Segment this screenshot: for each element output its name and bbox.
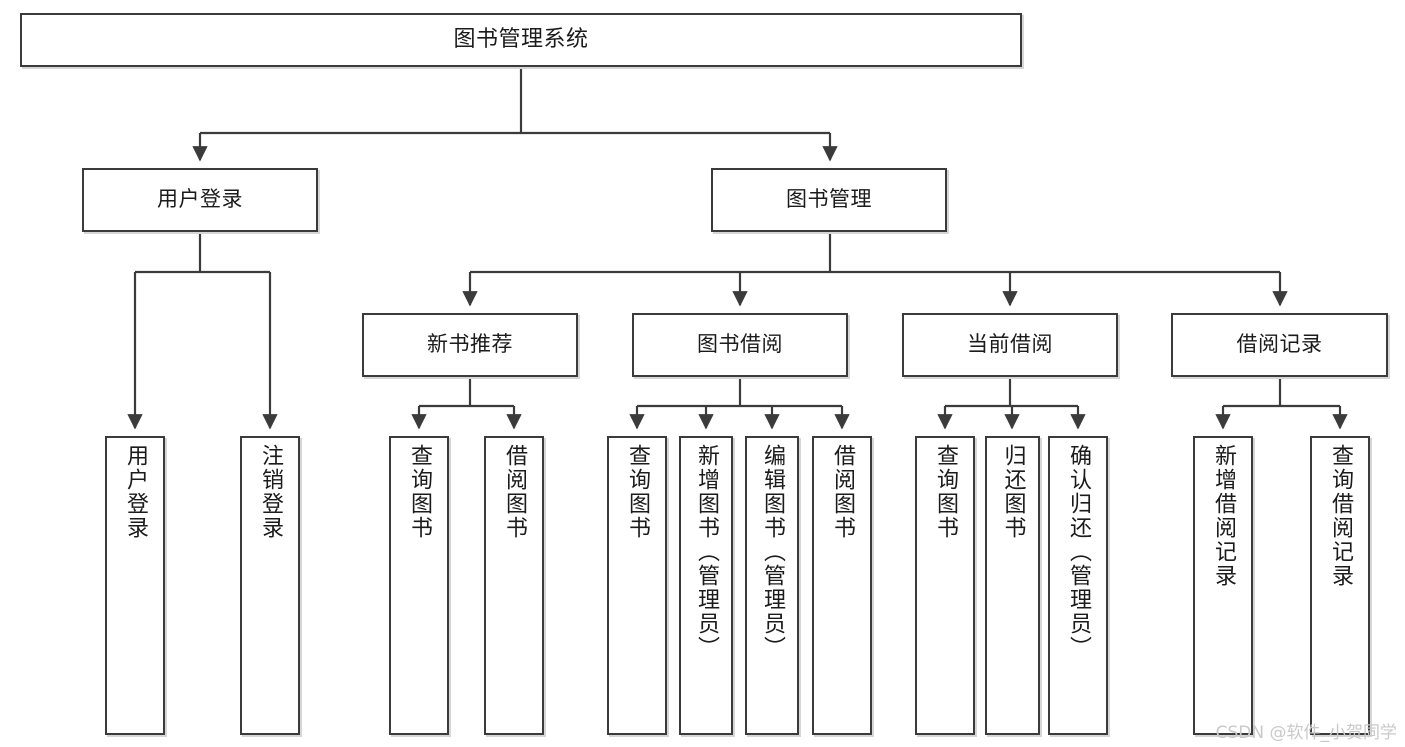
node-user-login[interactable]: 用户登录 xyxy=(82,168,318,232)
node-book-borrow[interactable]: 图书借阅 xyxy=(632,313,848,377)
node-leaf-query-book-1-label: 查询图书 xyxy=(407,444,432,540)
node-book-manage[interactable]: 图书管理 xyxy=(711,168,947,232)
node-leaf-confirm-return-label: 确认归还（管理员） xyxy=(1066,444,1091,660)
node-current-borrow[interactable]: 当前借阅 xyxy=(902,313,1118,377)
node-leaf-query-book-1[interactable]: 查询图书 xyxy=(389,436,449,735)
node-leaf-borrow-book-1[interactable]: 借阅图书 xyxy=(484,436,544,735)
node-leaf-edit-book-label: 编辑图书（管理员） xyxy=(760,444,785,660)
node-leaf-add-record-label: 新增借阅记录 xyxy=(1211,444,1236,588)
node-leaf-edit-book[interactable]: 编辑图书（管理员） xyxy=(745,436,799,735)
node-leaf-return-book-label: 归还图书 xyxy=(1000,444,1026,540)
node-leaf-add-book[interactable]: 新增图书（管理员） xyxy=(679,436,733,735)
node-leaf-user-login-label: 用户登录 xyxy=(123,444,148,540)
node-leaf-user-login[interactable]: 用户登录 xyxy=(105,436,165,735)
node-leaf-borrow-book-2-label: 借阅图书 xyxy=(830,444,855,540)
node-book-borrow-label: 图书借阅 xyxy=(697,332,783,357)
node-root[interactable]: 图书管理系统 xyxy=(20,13,1022,67)
node-new-book-rec-label: 新书推荐 xyxy=(427,332,513,357)
node-new-book-rec[interactable]: 新书推荐 xyxy=(362,313,578,377)
node-leaf-confirm-return[interactable]: 确认归还（管理员） xyxy=(1048,436,1108,735)
node-user-login-label: 用户登录 xyxy=(157,187,243,212)
node-borrow-record[interactable]: 借阅记录 xyxy=(1171,313,1388,377)
csdn-watermark: CSDN @软件_小贺同学 xyxy=(1215,723,1397,743)
node-leaf-query-book-3[interactable]: 查询图书 xyxy=(915,436,975,735)
node-leaf-add-book-label: 新增图书（管理员） xyxy=(694,444,719,660)
node-book-manage-label: 图书管理 xyxy=(786,187,872,212)
node-leaf-query-record-label: 查询借阅记录 xyxy=(1328,444,1353,588)
node-root-label: 图书管理系统 xyxy=(453,26,589,52)
node-leaf-return-book[interactable]: 归还图书 xyxy=(985,436,1040,735)
node-leaf-logout[interactable]: 注销登录 xyxy=(240,436,300,735)
node-leaf-add-record[interactable]: 新增借阅记录 xyxy=(1193,436,1253,735)
node-leaf-query-book-2[interactable]: 查询图书 xyxy=(607,436,667,735)
node-leaf-query-record[interactable]: 查询借阅记录 xyxy=(1310,436,1370,735)
node-leaf-query-book-3-label: 查询图书 xyxy=(933,444,958,540)
node-borrow-record-label: 借阅记录 xyxy=(1236,332,1323,357)
node-leaf-borrow-book-1-label: 借阅图书 xyxy=(502,444,527,540)
node-leaf-query-book-2-label: 查询图书 xyxy=(625,444,650,540)
node-leaf-borrow-book-2[interactable]: 借阅图书 xyxy=(812,436,872,735)
node-current-borrow-label: 当前借阅 xyxy=(967,332,1053,357)
node-leaf-logout-label: 注销登录 xyxy=(258,444,283,540)
